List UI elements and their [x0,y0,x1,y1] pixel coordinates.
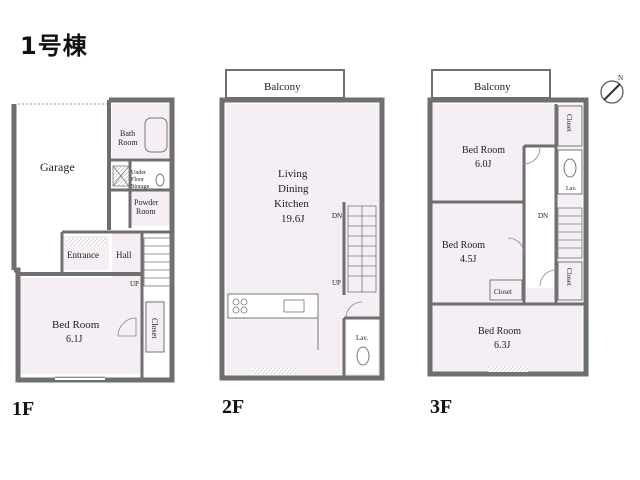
hall-label: Hall [116,250,132,260]
bath-room-fill [112,104,172,158]
door-swing-2f [345,301,363,319]
corridor-3f [526,146,556,288]
window-3f-bottom [488,367,528,372]
door-swing-3f-c [539,269,557,287]
toilet-3f-icon [563,158,577,178]
ldk-label-1: Living [278,168,308,180]
closet-3f-b [557,261,583,301]
window-2f-bottom [252,368,296,374]
ldk-label-3: Kitchen [274,198,309,210]
ldk-size: 19.6J [281,213,305,225]
balcony-3f-label: Balcony [474,81,511,93]
bedroom-1f-size: 6.1J [66,334,83,345]
bedroom-3f-a-size: 6.0J [475,159,492,170]
floor-label-1f: 1F [12,398,35,420]
sink-icon [283,299,305,313]
stove-burner-c [232,306,240,314]
entrance-step [66,238,106,246]
floor-3f-plan [427,69,589,377]
floor-2f-plan [219,69,385,381]
toilet-2f-icon [356,346,370,366]
stairs-1f [143,237,171,287]
door-swing-3f-b [507,237,525,255]
closet-1f-frame [145,301,165,353]
dn-label-2f: DN [332,212,342,220]
storage-cross-b [112,165,130,187]
lav-2f-label: Lav. [356,334,368,342]
page-title: 1号棟 [20,32,88,60]
powder-label-2: Room [136,207,156,216]
lav-2f-bg [346,318,378,374]
north-compass-icon: N [600,74,624,104]
closet-3f-c-label: Closet [494,288,512,296]
bedroom-3f-a-label: Bed Room [462,145,505,156]
bedroom-3f-b-size: 4.5J [460,254,477,265]
closet-3f-c [489,279,523,301]
basin-icon [155,173,165,187]
bedroom-3f-b-label: Bed Room [442,240,485,251]
bedroom-3f-c-label: Bed Room [478,326,521,337]
stairs-2f [347,205,377,293]
outer-wall-2f [219,97,385,381]
garage-label: Garage [40,160,75,174]
bedroom-1f-label: Bed Room [52,319,100,331]
closet-3f-b-label: Closet [565,268,573,286]
outer-wall-3f [427,97,589,377]
hall-fill [112,232,142,278]
stove-burner-a [232,298,240,306]
stairs-3f [557,207,583,259]
storage-label-3: Storage [131,184,150,190]
stove-burner-b [240,298,248,306]
stove-burner-d [240,306,248,314]
bedroom-1f-fill [18,278,141,374]
door-swing-1f [117,317,137,337]
balcony-2f-label: Balcony [264,81,301,93]
storage-label-2: Floor [131,177,144,183]
closet-3f-a-label: Closet [565,114,573,132]
entrance-label: Entrance [67,250,99,260]
bathtub-icon [144,117,168,153]
floor-label-3f: 3F [430,396,453,418]
closet-3f-a [557,105,583,147]
storage-label-1: Under [131,170,146,176]
bath-label-1: Bath [120,129,135,138]
door-swing-3f-a [523,147,541,165]
lav-3f-label: Lav. [566,186,577,192]
up-label-1f: UP [130,280,139,288]
floor-label-2f: 2F [222,396,245,418]
north-label: N [618,74,623,82]
bath-label-2: Room [118,138,138,147]
lav-3f-room [557,149,583,195]
floor-1f-plan [11,97,175,383]
kitchen-counter [227,293,319,319]
outer-wall-1f-right [109,97,175,270]
dn-label-3f: DN [538,212,548,220]
bedroom-3f-c-size: 6.3J [494,340,511,351]
powder-room-fill [130,190,170,226]
closet-1f-fill [143,300,165,352]
powder-label-1: Powder [134,198,159,207]
up-label-2f: UP [332,279,341,287]
ldk-label-2: Dining [278,183,309,195]
closet-1f-label: Closet [150,318,159,339]
